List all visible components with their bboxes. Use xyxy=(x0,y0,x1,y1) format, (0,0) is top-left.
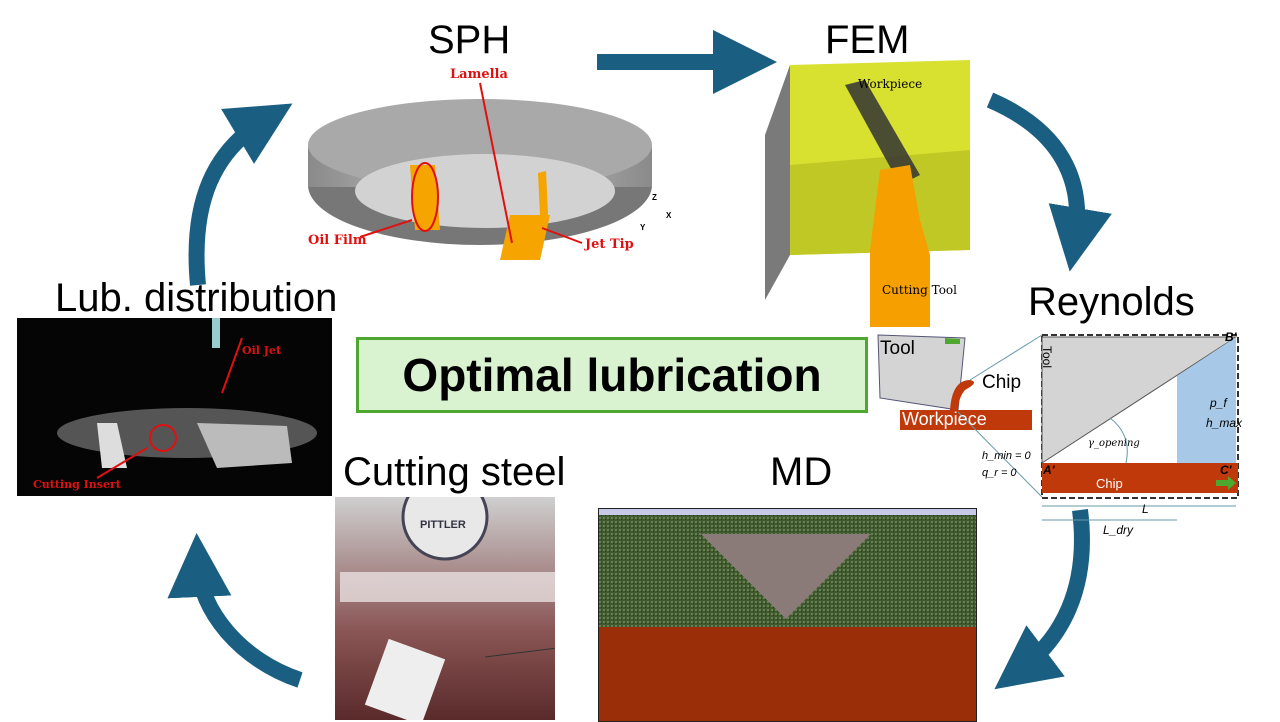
axis-x-label: X xyxy=(666,211,672,220)
b-prime-label: B' xyxy=(1225,330,1237,344)
pf-label: p_f xyxy=(1210,396,1227,410)
axis-z-label: Z xyxy=(652,193,657,202)
hmax-label: h_max xyxy=(1206,416,1243,430)
optimal-lubrication-box: Optimal lubrication xyxy=(356,337,868,413)
ldry-label: L_dry xyxy=(1103,523,1134,537)
hmin-label: h_min = 0 xyxy=(982,450,1031,462)
sph-simulation-image: Lamella Oil Film Jet Tip Z X Y xyxy=(300,65,680,260)
arrow-lub-to-sph xyxy=(188,103,293,286)
chip-inner-label: Chip xyxy=(1096,476,1123,491)
tool-label: Tool xyxy=(880,338,915,359)
chip-label: Chip xyxy=(982,372,1022,393)
reynolds-title: Reynolds xyxy=(1028,280,1195,324)
cutting-steel-photo: PITTLER xyxy=(335,497,555,720)
lub-distribution-photo: Oil Jet Cutting Insert xyxy=(17,318,332,496)
c-prime-label: C' xyxy=(1220,463,1232,477)
qr-label: q_r = 0 xyxy=(982,467,1017,479)
workpiece-label: Workpiece xyxy=(858,77,923,91)
arrow-reynolds-to-md xyxy=(994,509,1090,690)
lub-distribution-title: Lub. distribution xyxy=(55,276,338,320)
cutting-steel-title: Cutting steel xyxy=(343,450,566,494)
arrow-fem-to-reynolds xyxy=(986,92,1112,272)
gamma-opening-label: γ_opening xyxy=(1088,438,1140,449)
a-prime-label: A' xyxy=(1043,463,1055,477)
oil-film-label: Oil Film xyxy=(308,233,367,248)
fem-title: FEM xyxy=(825,18,910,62)
sph-title: SPH xyxy=(428,18,511,62)
arrow-cutting-to-lub xyxy=(167,533,303,688)
reynolds-diagram: Tool Chip Workpiece Tool Chip B' A' C' p… xyxy=(870,330,1250,550)
tool-rotated-label: Tool xyxy=(1040,345,1055,369)
fem-mesh-image: Workpiece Cutting Tool xyxy=(760,55,975,327)
jet-tip-label: Jet Tip xyxy=(585,237,634,252)
pittler-logo-text: PITTLER xyxy=(420,519,466,531)
oil-jet-label: Oil Jet xyxy=(242,344,282,357)
axis-y-label: Y xyxy=(640,223,646,232)
lamella-label: Lamella xyxy=(450,67,508,82)
cutting-insert-label: Cutting Insert xyxy=(33,478,121,491)
l-label: L xyxy=(1142,502,1149,516)
cutting-tool-label: Cutting Tool xyxy=(882,283,957,297)
workpiece-label: Workpiece xyxy=(902,409,987,429)
md-title: MD xyxy=(770,450,833,494)
